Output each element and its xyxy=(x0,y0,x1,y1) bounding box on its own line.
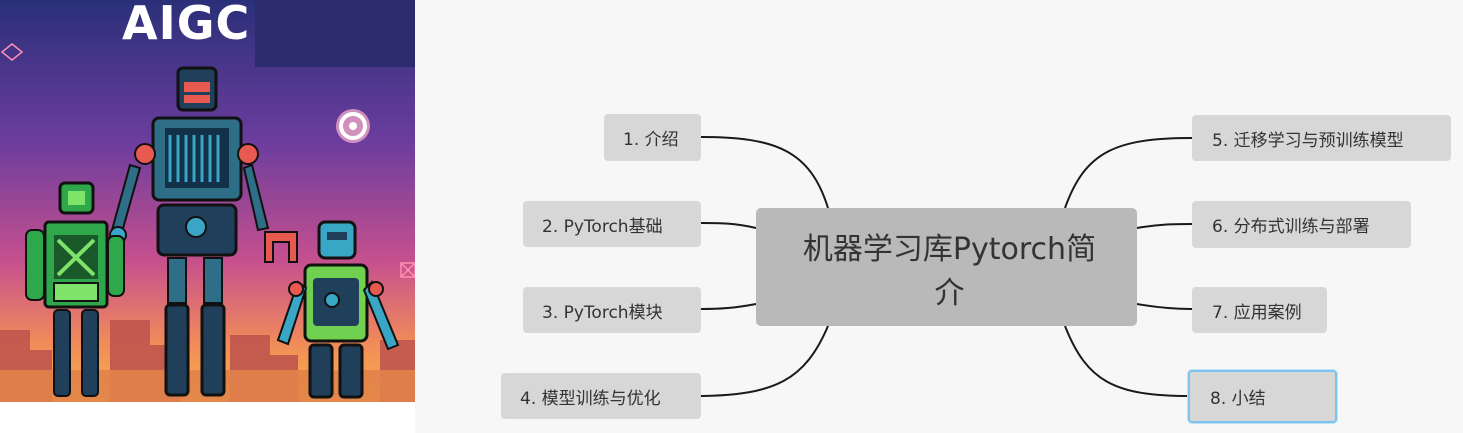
tall-robot xyxy=(109,66,298,397)
connector-topic-5 xyxy=(1064,137,1193,209)
connector-topic-2 xyxy=(700,222,757,229)
topic-2-pytorch-basics[interactable]: 2. PyTorch基础 xyxy=(523,201,701,247)
title-dark-patch xyxy=(255,0,415,67)
connector-topic-7 xyxy=(1136,303,1193,310)
aigc-title: AIGC xyxy=(122,0,251,50)
connector-topic-8 xyxy=(1064,325,1191,397)
connector-topic-3 xyxy=(700,303,757,310)
small-chip-icon xyxy=(0,43,415,278)
topic-6-distributed-training[interactable]: 6. 分布式训练与部署 xyxy=(1192,201,1411,248)
connector-topic-1 xyxy=(700,136,829,209)
topic-4-training-optimization[interactable]: 4. 模型训练与优化 xyxy=(501,373,701,419)
small-right-robot xyxy=(276,220,400,399)
topic-8-summary-selected[interactable]: 8. 小结 xyxy=(1188,370,1337,423)
connector-topic-6 xyxy=(1136,223,1193,229)
green-robot xyxy=(25,181,125,397)
topic-5-transfer-learning[interactable]: 5. 迁移学习与预训练模型 xyxy=(1192,115,1451,161)
topic-7-use-cases[interactable]: 7. 应用案例 xyxy=(1192,287,1327,333)
topic-3-pytorch-modules[interactable]: 3. PyTorch模块 xyxy=(523,287,701,333)
mindmap-canvas[interactable]: 机器学习库Pytorch简介 1. 介绍 2. PyTorch基础 3. PyT… xyxy=(415,0,1463,433)
connector-topic-4 xyxy=(700,325,829,397)
topic-1-intro[interactable]: 1. 介绍 xyxy=(604,114,701,161)
target-icon xyxy=(336,109,370,143)
central-topic[interactable]: 机器学习库Pytorch简介 xyxy=(756,208,1137,326)
connector-lines xyxy=(700,136,1193,397)
aigc-robots-illustration: AIGC xyxy=(0,0,415,402)
